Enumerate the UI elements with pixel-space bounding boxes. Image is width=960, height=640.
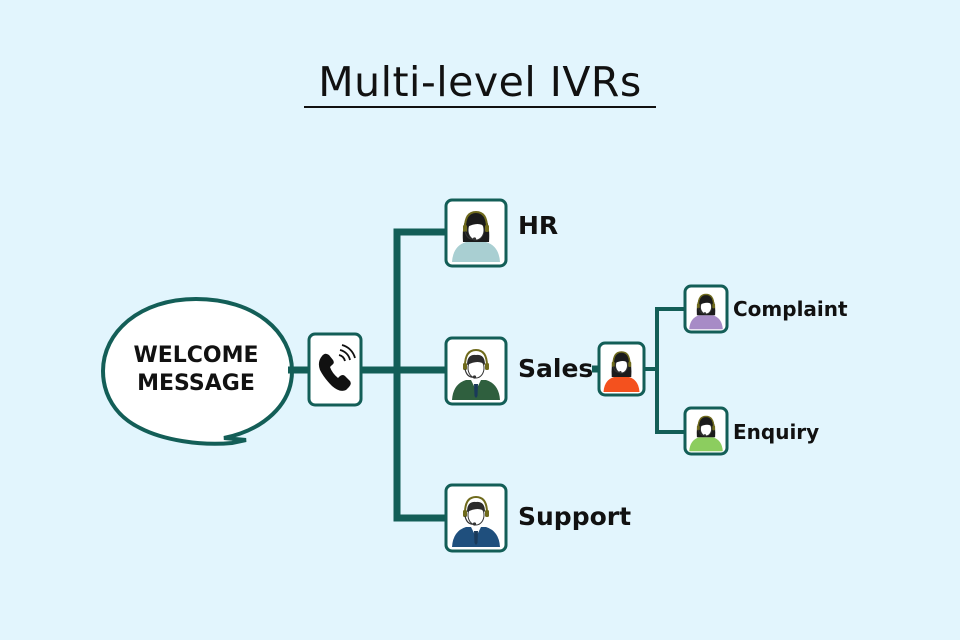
agent-woman-icon bbox=[689, 293, 723, 330]
agent-box-support[interactable] bbox=[444, 483, 508, 553]
agent-woman-icon bbox=[452, 210, 500, 262]
agent-box-sales-menu[interactable] bbox=[597, 341, 646, 397]
welcome-message: WELCOME MESSAGE bbox=[110, 342, 282, 398]
sales-sub-box bbox=[597, 341, 646, 397]
label-support: Support bbox=[518, 502, 632, 531]
level1-boxes bbox=[444, 198, 508, 553]
connectors bbox=[288, 228, 600, 522]
label-complaint: Complaint bbox=[733, 297, 848, 321]
connector-trunk bbox=[393, 228, 448, 522]
diagram-title: Multi-level IVRs bbox=[318, 58, 642, 106]
label-hr: HR bbox=[518, 211, 559, 240]
agent-woman-icon bbox=[689, 415, 723, 452]
label-enquiry: Enquiry bbox=[733, 420, 820, 444]
phone-ringing-icon bbox=[318, 344, 356, 391]
connectors-level2 bbox=[645, 307, 686, 434]
title-underline bbox=[304, 106, 656, 108]
agent-box-complaint[interactable] bbox=[683, 284, 729, 334]
agent-box-hr[interactable] bbox=[444, 198, 508, 268]
welcome-line2: MESSAGE bbox=[137, 371, 255, 396]
phone-box[interactable] bbox=[307, 332, 363, 407]
agent-box-enquiry[interactable] bbox=[683, 406, 729, 456]
agent-woman-icon bbox=[603, 351, 640, 392]
agent-box-sales[interactable] bbox=[444, 336, 508, 406]
welcome-bubble bbox=[100, 296, 295, 446]
label-sales: Sales bbox=[518, 354, 594, 383]
level2-boxes bbox=[683, 284, 729, 456]
agent-man-icon bbox=[452, 495, 500, 547]
welcome-line1: WELCOME bbox=[133, 343, 259, 368]
agent-man-icon bbox=[452, 348, 500, 400]
